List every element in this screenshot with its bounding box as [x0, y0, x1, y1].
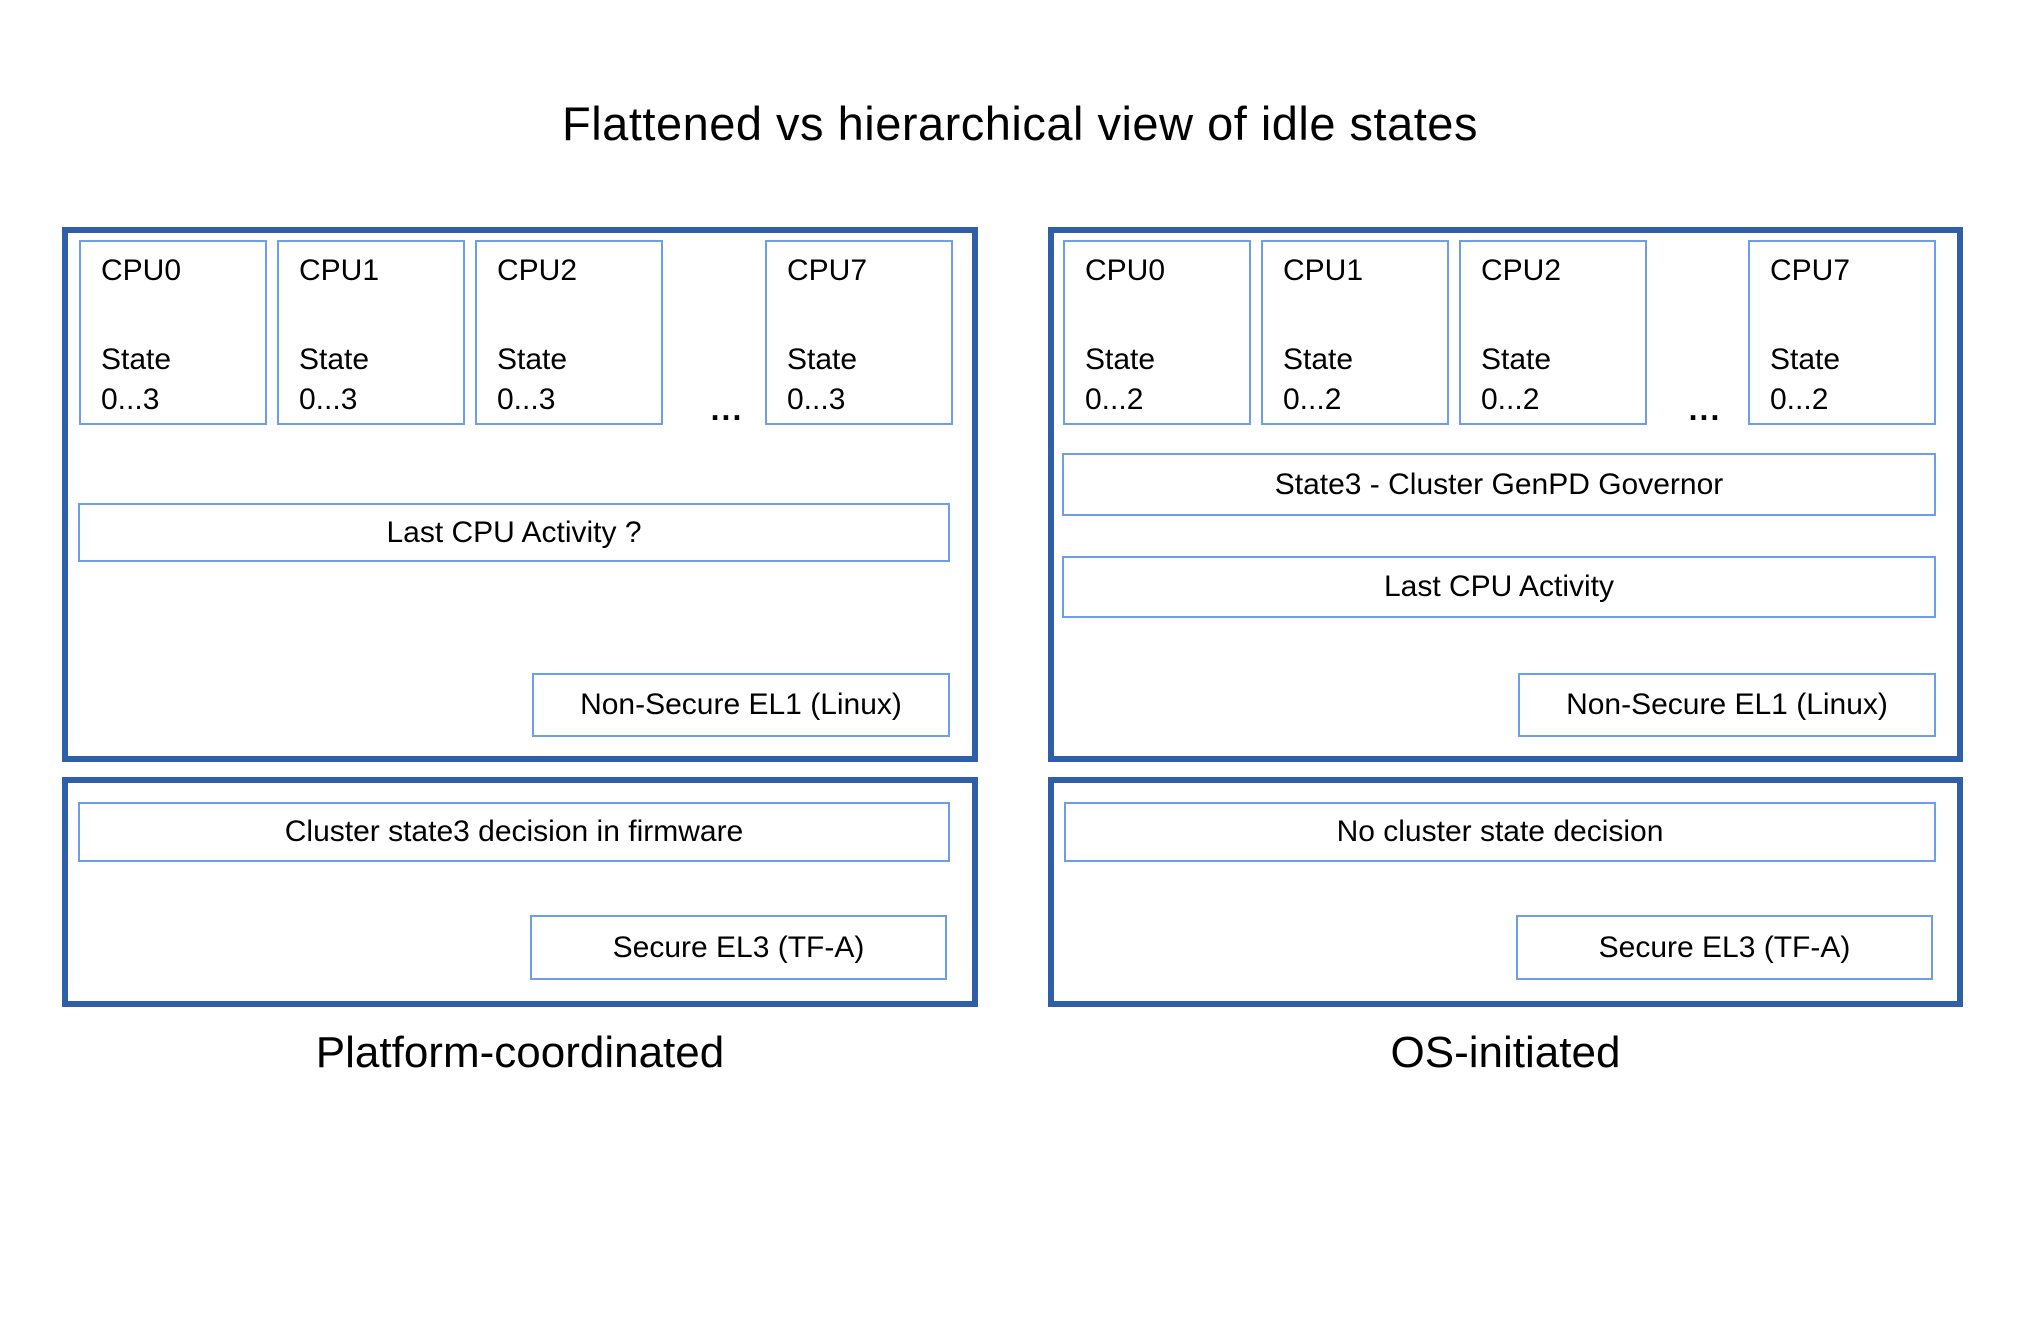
cpu-state-label: State [787, 343, 858, 376]
cpu-state-label: State [1770, 343, 1841, 376]
cpu-state: State 0...3 [101, 340, 171, 420]
cpu-state-label: State [497, 343, 568, 376]
ellipsis: ... [1688, 391, 1722, 427]
cpu-state: State 0...2 [1085, 340, 1155, 420]
cpu-state-range: 0...3 [497, 383, 556, 416]
panel-os-nonsecure: CPU0 State 0...2 CPU1 State 0...2 CPU2 S… [1048, 227, 1963, 762]
ellipsis: ... [710, 391, 744, 427]
cpu-box: CPU0 State 0...3 [79, 240, 267, 425]
cpu-box: CPU7 State 0...3 [765, 240, 953, 425]
last-cpu-activity-bar: Last CPU Activity [1062, 556, 1936, 618]
panel-platform-secure: Cluster state3 decision in firmware Secu… [62, 777, 978, 1007]
secure-el3-box: Secure EL3 (TF-A) [530, 915, 947, 980]
cpu-state: State 0...2 [1481, 340, 1551, 420]
cpu-box: CPU1 State 0...2 [1261, 240, 1449, 425]
genpd-governor-bar: State3 - Cluster GenPD Governor [1062, 453, 1936, 516]
cpu-label: CPU7 [1770, 254, 1851, 287]
cpu-state-range: 0...2 [1770, 383, 1829, 416]
cpu-state-label: State [1085, 343, 1156, 376]
cpu-box: CPU7 State 0...2 [1748, 240, 1936, 425]
cpu-state-label: State [101, 343, 172, 376]
cpu-state: State 0...2 [1770, 340, 1840, 420]
slide-title: Flattened vs hierarchical view of idle s… [562, 97, 1478, 150]
cpu-state-range: 0...3 [787, 383, 846, 416]
cpu-state: State 0...2 [1283, 340, 1353, 420]
panel-os-secure: No cluster state decision Secure EL3 (TF… [1048, 777, 1963, 1007]
last-cpu-activity-bar: Last CPU Activity ? [78, 503, 950, 562]
cpu-box: CPU1 State 0...3 [277, 240, 465, 425]
panel-platform-nonsecure: CPU0 State 0...3 CPU1 State 0...3 CPU2 S… [62, 227, 978, 762]
cpu-label: CPU7 [787, 254, 868, 287]
cpu-label: CPU0 [1085, 254, 1166, 287]
cpu-state-range: 0...2 [1283, 383, 1342, 416]
cluster-decision-bar: Cluster state3 decision in firmware [78, 802, 950, 862]
cpu-label: CPU1 [1283, 254, 1364, 287]
cpu-state-range: 0...2 [1481, 383, 1540, 416]
cpu-state-range: 0...2 [1085, 383, 1144, 416]
caption-platform-coordinated: Platform-coordinated [315, 1028, 725, 1077]
caption-os-initiated: OS-initiated [1390, 1028, 1621, 1077]
cpu-label: CPU2 [1481, 254, 1562, 287]
non-secure-el1-box: Non-Secure EL1 (Linux) [1518, 673, 1936, 737]
cpu-state: State 0...3 [299, 340, 369, 420]
cpu-state: State 0...3 [497, 340, 567, 420]
cpu-state-label: State [1283, 343, 1354, 376]
cpu-box: CPU0 State 0...2 [1063, 240, 1251, 425]
cpu-state-range: 0...3 [299, 383, 358, 416]
cpu-label: CPU1 [299, 254, 380, 287]
cpu-state-range: 0...3 [101, 383, 160, 416]
cpu-label: CPU0 [101, 254, 182, 287]
cpu-box: CPU2 State 0...2 [1459, 240, 1647, 425]
no-cluster-decision-bar: No cluster state decision [1064, 802, 1936, 862]
cpu-state-label: State [299, 343, 370, 376]
cpu-box: CPU2 State 0...3 [475, 240, 663, 425]
secure-el3-box: Secure EL3 (TF-A) [1516, 915, 1933, 980]
cpu-label: CPU2 [497, 254, 578, 287]
cpu-state-label: State [1481, 343, 1552, 376]
non-secure-el1-box: Non-Secure EL1 (Linux) [532, 673, 950, 737]
cpu-state: State 0...3 [787, 340, 857, 420]
